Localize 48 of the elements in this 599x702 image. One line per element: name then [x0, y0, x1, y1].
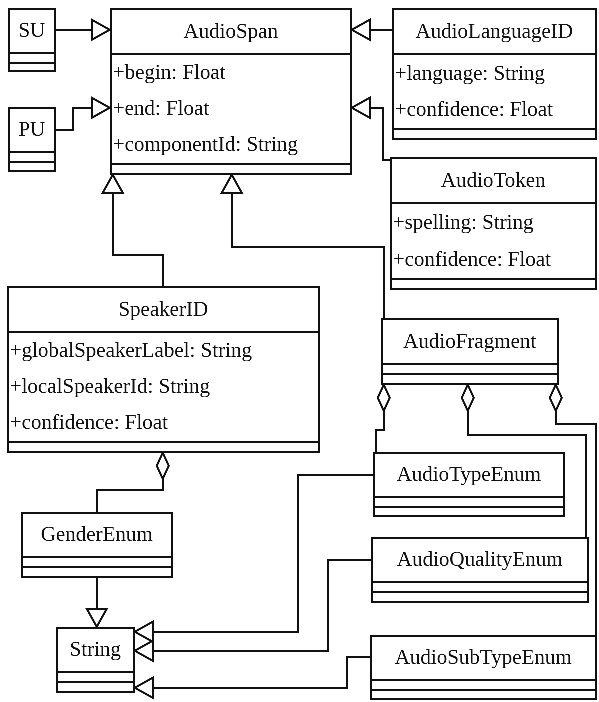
aggregation-line [549, 384, 597, 635]
class-box [7, 286, 320, 453]
class-box [371, 537, 589, 603]
class-box [390, 157, 597, 290]
attribute-text: +end: Float [112, 97, 210, 121]
class-box [370, 635, 597, 700]
generalization-arrow [351, 97, 390, 161]
class-name: String [70, 638, 122, 662]
generalization-arrow [86, 578, 108, 628]
class-name: AudioLanguageID [416, 20, 574, 44]
class-box [110, 8, 352, 175]
class-name: AudioToken [441, 168, 546, 192]
class-name: AudioSpan [184, 20, 278, 44]
class-name: AudioQualityEnum [397, 548, 563, 572]
attribute-text: +spelling: String [392, 210, 534, 234]
attribute-text: +language: String [394, 62, 546, 85]
class-box [381, 318, 559, 385]
generalization-arrow [221, 174, 385, 318]
class-box [373, 452, 565, 517]
class-name: PU [18, 118, 46, 142]
attribute-text: +localSpeakerId: String [9, 375, 210, 399]
aggregation-line [375, 384, 391, 452]
aggregation-line [96, 452, 170, 512]
class-box [392, 8, 597, 140]
attribute-text: +begin: Float [112, 61, 226, 85]
class-name: SpeakerID [118, 298, 208, 322]
class-box [8, 8, 56, 72]
attribute-text: +globalSpeakerLabel: String [9, 339, 252, 363]
attribute-text: +confidence: Float [9, 411, 168, 435]
generalization-arrow [56, 19, 111, 41]
class-name: GenderEnum [41, 523, 153, 547]
class-name: SU [18, 19, 46, 43]
attribute-text: +confidence: Float [394, 98, 554, 122]
generalization-arrow [102, 174, 164, 286]
class-box [21, 512, 173, 578]
generalization-arrow [351, 19, 392, 41]
generalization-arrow [134, 559, 371, 662]
class-name: AudioFragment [404, 330, 536, 354]
class-box [56, 627, 135, 693]
class-name: AudioTypeEnum [396, 463, 542, 487]
generalization-arrow [56, 97, 111, 131]
attribute-text: +componentId: String [112, 133, 298, 157]
class-name: AudioSubTypeEnum [394, 646, 572, 670]
attribute-text: +confidence: Float [392, 248, 552, 272]
class-box [8, 107, 56, 172]
aggregation-line [461, 384, 587, 537]
generalization-arrow [134, 474, 373, 643]
generalization-arrow [134, 656, 370, 699]
